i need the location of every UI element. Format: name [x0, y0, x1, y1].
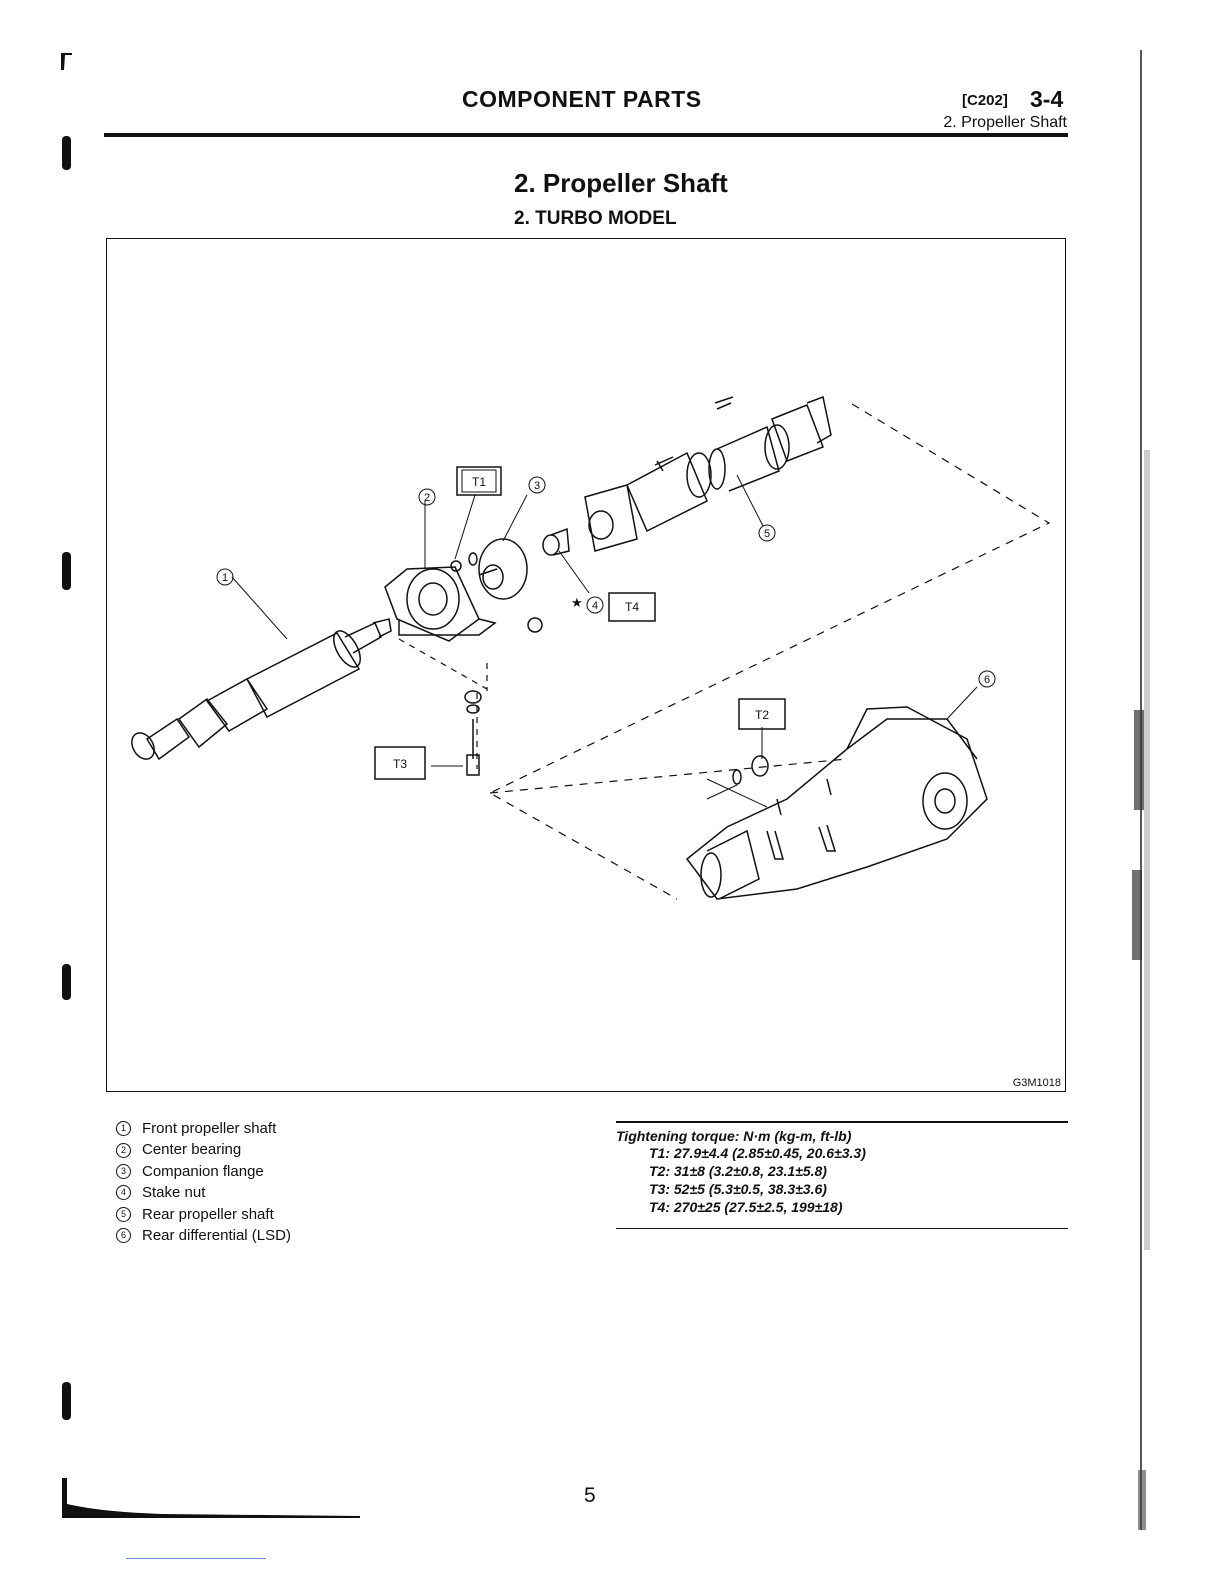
- binding-hole-mark: [62, 1382, 71, 1420]
- corner-crop-mark: [61, 53, 72, 70]
- torque-tag-t3: T3: [374, 746, 426, 780]
- torque-tag-t2: T2: [738, 698, 786, 730]
- section-code: [C202]: [962, 92, 1008, 109]
- torque-top-rule: [616, 1121, 1068, 1123]
- torque-tag-t4: T4: [608, 592, 656, 622]
- legend-item: 5 Rear propeller shaft: [116, 1204, 291, 1225]
- page-heading: 2. Propeller Shaft: [514, 168, 728, 198]
- svg-text:T2: T2: [755, 708, 769, 722]
- callout-4: ★4: [571, 595, 604, 614]
- rear-differential: [685, 706, 988, 900]
- center-bearing: [384, 566, 497, 642]
- legend-number: 3: [116, 1164, 131, 1180]
- legend-label: Stake nut: [142, 1184, 206, 1202]
- callout-5: 5: [758, 524, 776, 542]
- svg-text:T1: T1: [472, 475, 486, 489]
- legend-number: 2: [116, 1142, 131, 1158]
- binding-hole-mark: [62, 136, 71, 170]
- svg-text:5: 5: [764, 528, 770, 540]
- page-subheading: 2. TURBO MODEL: [514, 208, 677, 229]
- legend-number: 6: [116, 1228, 131, 1244]
- torque-heading: Tightening torque: N·m (kg-m, ft-lb): [616, 1127, 852, 1144]
- binding-hole-mark: [62, 964, 71, 1000]
- header-subtitle: 2. Propeller Shaft: [943, 114, 1067, 131]
- companion-flange: [478, 538, 528, 600]
- callout-2: 2: [418, 488, 436, 506]
- legend-item: 2 Center bearing: [116, 1139, 291, 1160]
- page-edge-shadow: [1132, 50, 1150, 1530]
- svg-text:1: 1: [222, 572, 228, 584]
- exploded-diagram-drawing: 1 2 3 ★4 5 6 T1 T4 T2 T3: [131, 395, 1051, 900]
- svg-text:6: 6: [984, 674, 990, 686]
- svg-text:T4: T4: [625, 600, 639, 614]
- legend-item: 4 Stake nut: [116, 1182, 291, 1203]
- legend-number: 5: [116, 1206, 131, 1222]
- callout-1: 1: [216, 568, 234, 586]
- svg-text:3: 3: [534, 480, 540, 492]
- torque-spec-table: Tightening torque: N·m (kg-m, ft-lb) T1:…: [616, 1121, 1068, 1229]
- exploded-diagram: 1 2 3 ★4 5 6 T1 T4 T2 T3 G3M1018: [106, 238, 1066, 1092]
- legend-label: Rear differential (LSD): [142, 1227, 291, 1245]
- legend-label: Front propeller shaft: [142, 1120, 277, 1137]
- legend-item: 6 Rear differential (LSD): [116, 1225, 291, 1246]
- legend-label: Companion flange: [142, 1162, 264, 1180]
- t1-nut-washer: [450, 552, 478, 572]
- mount-bolt-assembly: [464, 617, 543, 776]
- bottom-corner-mark: [62, 1478, 360, 1518]
- binding-hole-mark: [62, 552, 71, 590]
- parts-legend: 1 Front propeller shaft 2 Center bearing 3…: [116, 1118, 291, 1246]
- leader-lines: [231, 474, 978, 767]
- section-number: 3-4: [1030, 86, 1064, 112]
- torque-row-t4: T4: 270±25 (27.5±2.5, 199±18): [649, 1198, 843, 1215]
- legend-label: Center bearing: [142, 1141, 242, 1159]
- legend-item: 1 Front propeller shaft: [116, 1118, 291, 1139]
- legend-label: Rear propeller shaft: [142, 1205, 274, 1223]
- legend-number: 1: [116, 1121, 131, 1137]
- section-title: COMPONENT PARTS: [462, 86, 702, 112]
- page-number: 5: [584, 1484, 596, 1507]
- legend-item: 3 Companion flange: [116, 1161, 291, 1182]
- torque-tag-t1: T1: [456, 466, 502, 496]
- figure-code: G3M1018: [1012, 1077, 1061, 1089]
- svg-text:2: 2: [424, 492, 430, 504]
- assembly-dashed-outline: [488, 403, 1051, 900]
- callout-3: 3: [528, 476, 546, 494]
- svg-text:T3: T3: [393, 757, 407, 771]
- front-propeller-shaft: [131, 618, 392, 761]
- torque-bottom-rule: [616, 1227, 1068, 1229]
- svg-text:★: ★: [571, 595, 583, 610]
- torque-row-t2: T2: 31±8 (3.2±0.8, 23.1±5.8): [649, 1162, 827, 1179]
- legend-number: 4: [116, 1185, 131, 1201]
- torque-row-t3: T3: 52±5 (5.3±0.5, 38.3±3.6): [649, 1180, 827, 1197]
- svg-text:4: 4: [592, 600, 598, 612]
- rear-propeller-shaft: [584, 395, 832, 552]
- torque-row-t1: T1: 27.9±4.4 (2.85±0.45, 20.6±3.3): [649, 1144, 866, 1161]
- scan-edge-line: [126, 1558, 266, 1559]
- header-rule: [104, 133, 1068, 137]
- stake-nut: [542, 527, 570, 556]
- bearing-dashed-guide: [398, 638, 488, 769]
- callout-6: 6: [978, 670, 996, 688]
